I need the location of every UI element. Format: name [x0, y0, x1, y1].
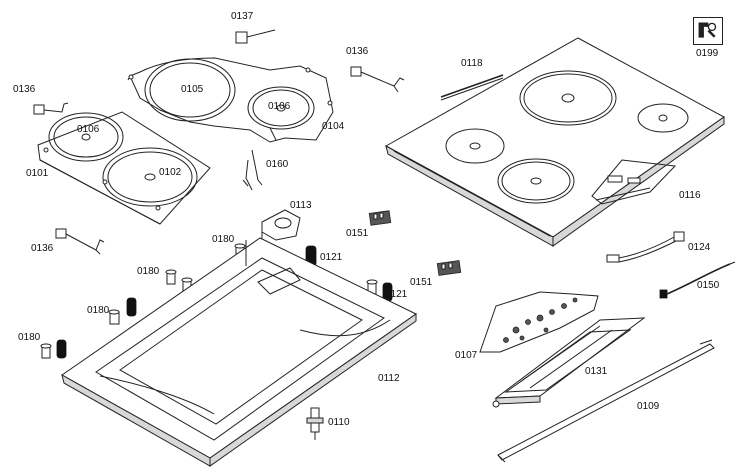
control-module-part-0107 [479, 291, 599, 353]
label-0107: 0107 [455, 350, 478, 361]
label-0113: 0113 [290, 200, 312, 211]
label-0121-lower: 0121 [385, 289, 408, 300]
connector-part-0151-a [368, 210, 392, 226]
screw-part-0110 [306, 407, 324, 440]
label-0180-c: 0180 [87, 305, 110, 316]
label-0136-bottom-left: 0136 [31, 243, 54, 254]
label-0151-lower: 0151 [410, 277, 433, 288]
label-0109: 0109 [637, 401, 660, 412]
service-badge [693, 17, 723, 45]
label-0180-a: 0180 [212, 234, 235, 245]
foot-part-0180-d [108, 309, 120, 325]
label-0160: 0160 [266, 159, 289, 170]
label-0131: 0131 [585, 366, 608, 377]
rail-part-0109 [497, 339, 715, 463]
label-0150: 0150 [697, 280, 720, 291]
ceramic-cooktop-part [384, 37, 725, 247]
label-0180-b: 0180 [137, 266, 160, 277]
label-0137: 0137 [231, 11, 254, 22]
label-0118: 0118 [461, 58, 483, 69]
label-0121-upper: 0121 [320, 252, 343, 263]
trim-strip-part [440, 74, 504, 98]
bracket-part-0113 [261, 209, 301, 245]
wrench-icon [698, 22, 717, 38]
element-carrier-part-0104 [127, 57, 334, 143]
label-0124: 0124 [688, 242, 711, 253]
spring-part-0121-c [126, 297, 137, 317]
spring-part-0121-d [56, 339, 67, 359]
label-0151-upper: 0151 [346, 228, 369, 239]
label-0101: 0101 [26, 168, 49, 179]
element-carrier-part-0101 [37, 111, 211, 225]
label-0106-right: 0106 [268, 101, 291, 112]
label-0102: 0102 [159, 167, 182, 178]
label-0112: 0112 [378, 373, 400, 384]
cable-part-0124 [606, 231, 685, 263]
clip-part-0136-top-left [33, 102, 69, 115]
cover-part-0131 [492, 317, 646, 408]
foot-part-0180-e [40, 343, 52, 359]
connector-part-0151-b [436, 260, 462, 276]
clip-part-0137 [235, 29, 276, 44]
clip-part-0136-bottom-left [55, 228, 105, 255]
label-0136-mid: 0136 [346, 46, 369, 57]
foot-part-0180-b [165, 269, 177, 285]
housing-frame-part-0112 [61, 237, 417, 467]
label-0104: 0104 [322, 121, 345, 132]
label-0180-d: 0180 [18, 332, 41, 343]
label-0110: 0110 [328, 417, 350, 428]
label-0106-left: 0106 [77, 124, 100, 135]
cable-part-0150 [659, 261, 736, 299]
label-0199: 0199 [696, 48, 719, 59]
label-0105: 0105 [181, 84, 204, 95]
label-0136-top-left: 0136 [13, 84, 36, 95]
clip-part-0136-mid [350, 66, 405, 93]
clamp-part-0160 [242, 149, 263, 191]
label-0116: 0116 [679, 190, 701, 201]
